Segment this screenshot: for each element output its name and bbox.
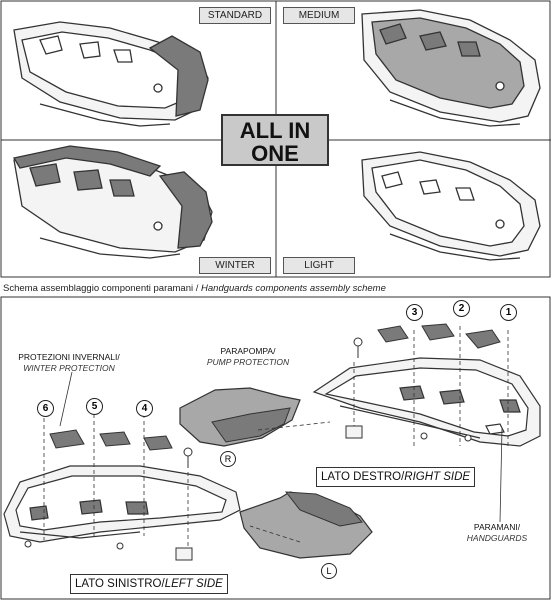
- winter-protection-note: PROTEZIONI INVERNALI/ WINTER PROTECTION: [14, 352, 124, 374]
- left-winter-part-5: [99, 431, 131, 447]
- left-winter-part-6: [49, 429, 85, 449]
- left-marker: L: [321, 563, 337, 579]
- winter-protection-it: PROTEZIONI INVERNALI/: [18, 352, 120, 362]
- part-number-6: 6: [37, 400, 54, 417]
- part-number-2: 2: [453, 300, 470, 317]
- variant-label-light: LIGHT: [283, 257, 355, 274]
- handguards-it: PARAMANI/: [473, 522, 521, 532]
- right-winter-part-2: [421, 323, 455, 341]
- all-in-one-badge: ALL IN ONE: [221, 114, 329, 166]
- handguards-en: HANDGUARDS: [466, 533, 528, 543]
- part-number-5: 5: [86, 398, 103, 415]
- light-handguard-drawing: [361, 151, 541, 261]
- pump-protection-it: PARAPOMPA/: [220, 346, 276, 356]
- right-side-en: RIGHT SIDE: [404, 471, 471, 483]
- part-number-3: 3: [406, 304, 423, 321]
- part-number-4: 4: [136, 400, 153, 417]
- assembly-caption: Schema assemblaggio componenti paramani …: [3, 283, 386, 294]
- left-side-label: LATO SINISTRO/LEFT SIDE: [70, 574, 228, 594]
- variant-label-winter: WINTER: [199, 257, 271, 274]
- all-in-one-line2: ONE: [251, 141, 299, 166]
- left-side-en: LEFT SIDE: [164, 578, 223, 590]
- winter-protection-en: WINTER PROTECTION: [23, 363, 115, 373]
- right-winter-part-3: [377, 325, 409, 343]
- pump-protection-en: PUMP PROTECTION: [206, 357, 290, 367]
- left-pump-protection-top: [284, 491, 363, 527]
- assembly-diagram: [0, 296, 551, 600]
- right-pump-protection-face: [211, 407, 291, 443]
- leader-lines: [59, 371, 503, 523]
- variant-label-medium: MEDIUM: [283, 7, 355, 24]
- caption-english: Handguards components assembly scheme: [201, 283, 386, 294]
- winter-handguard-drawing: [12, 145, 213, 259]
- pump-protection-note: PARAPOMPA/ PUMP PROTECTION: [198, 346, 298, 368]
- standard-handguard-drawing: [13, 21, 209, 127]
- right-side-label: LATO DESTRO/RIGHT SIDE: [316, 467, 476, 487]
- right-winter-part-1: [465, 329, 501, 349]
- right-side-it: LATO DESTRO/: [321, 471, 405, 483]
- right-marker: R: [220, 451, 236, 467]
- left-handguard-shell: [3, 465, 241, 543]
- right-handguard-shell: [312, 357, 541, 447]
- caption-italian: Schema assemblaggio componenti paramani …: [3, 283, 202, 294]
- medium-handguard-drawing: [361, 9, 541, 127]
- left-winter-part-4: [143, 435, 173, 451]
- assembly-guide-lines: [43, 326, 509, 548]
- variant-label-standard: STANDARD: [199, 7, 271, 24]
- left-side-it: LATO SINISTRO/: [75, 578, 165, 590]
- all-in-one-line1: ALL IN: [239, 118, 311, 143]
- handguards-note: PARAMANI/ HANDGUARDS: [462, 522, 532, 544]
- part-number-1: 1: [500, 304, 517, 321]
- variants-illustration: [0, 0, 551, 278]
- screws: [24, 337, 472, 561]
